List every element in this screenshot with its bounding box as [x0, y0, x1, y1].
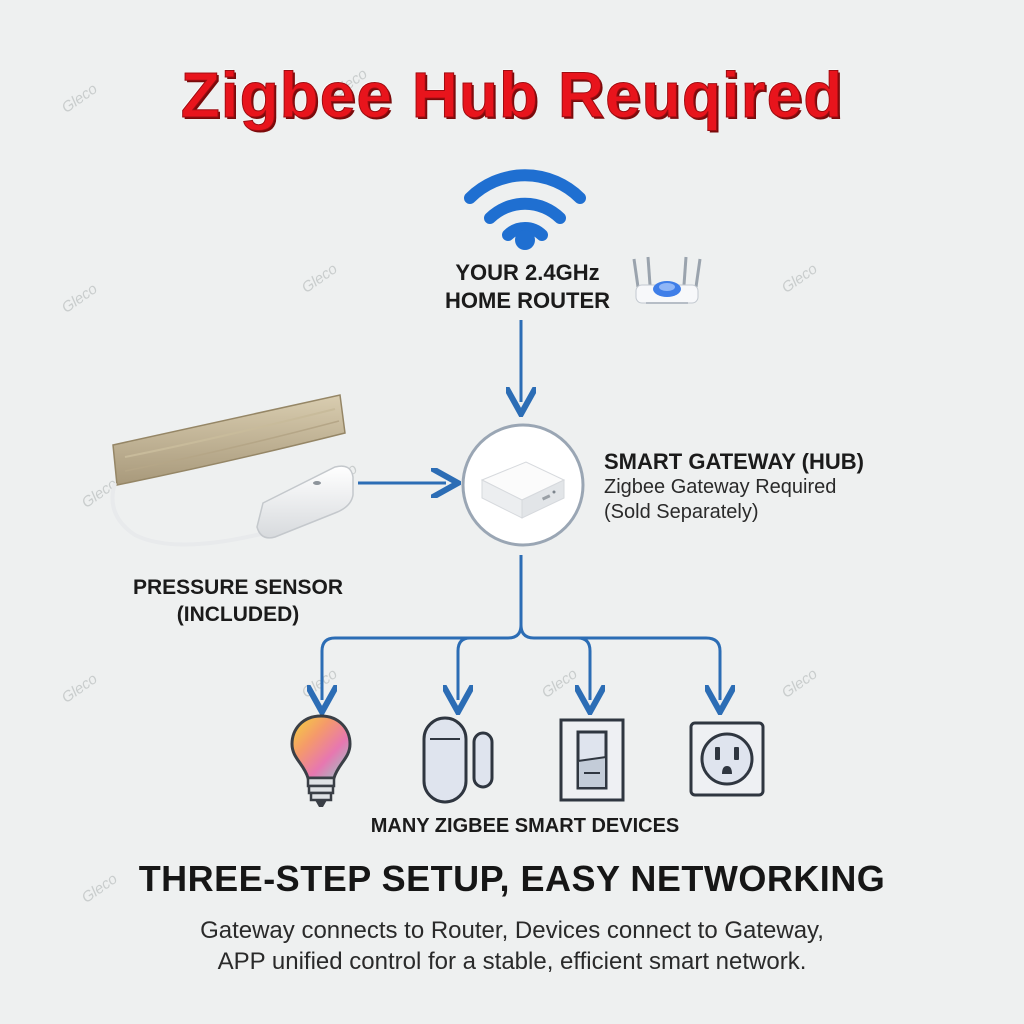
- door-sensor-icon: [422, 716, 494, 804]
- setup-description: Gateway connects to Router, Devices conn…: [0, 915, 1024, 977]
- gateway-subtitle: Zigbee Gateway Required (Sold Separately…: [604, 475, 836, 525]
- router-image: [632, 256, 702, 304]
- sensor-label-line2: (INCLUDED): [176, 603, 300, 626]
- gateway-subtitle-line1: Zigbee Gateway Required: [604, 476, 837, 498]
- hub-image: [461, 423, 585, 547]
- gateway-title: SMART GATEWAY (HUB): [604, 449, 864, 474]
- page-title: Zigbee Hub Reuqired: [180, 59, 844, 132]
- wifi-icon: [464, 169, 586, 250]
- router-label: YOUR 2.4GHz HOME ROUTER: [420, 259, 635, 315]
- sensor-label-line1: PRESSURE SENSOR: [132, 576, 344, 599]
- hub-to-door-sensor-arrow: [458, 636, 508, 700]
- pressure-sensor-image: [110, 394, 354, 547]
- setup-description-line1: Gateway connects to Router, Devices conn…: [200, 917, 824, 944]
- sensor-label: PRESSURE SENSOR (INCLUDED): [108, 574, 368, 628]
- hub-to-switch-arrow: [519, 624, 590, 700]
- wall-switch-icon: [559, 718, 625, 802]
- power-outlet-icon: [689, 721, 765, 797]
- devices-label: MANY ZIGBEE SMART DEVICES: [370, 815, 680, 837]
- router-label-line2: HOME ROUTER: [445, 288, 610, 313]
- setup-description-line2: APP unified control for a stable, effici…: [217, 948, 807, 975]
- setup-heading: THREE-STEP SETUP, EASY NETWORKING: [138, 858, 886, 899]
- router-label-line1: YOUR 2.4GHz: [455, 260, 600, 285]
- gateway-subtitle-line2: (Sold Separately): [604, 501, 759, 523]
- light-bulb-icon: [290, 714, 352, 807]
- hub-to-outlet-arrow: [578, 636, 720, 700]
